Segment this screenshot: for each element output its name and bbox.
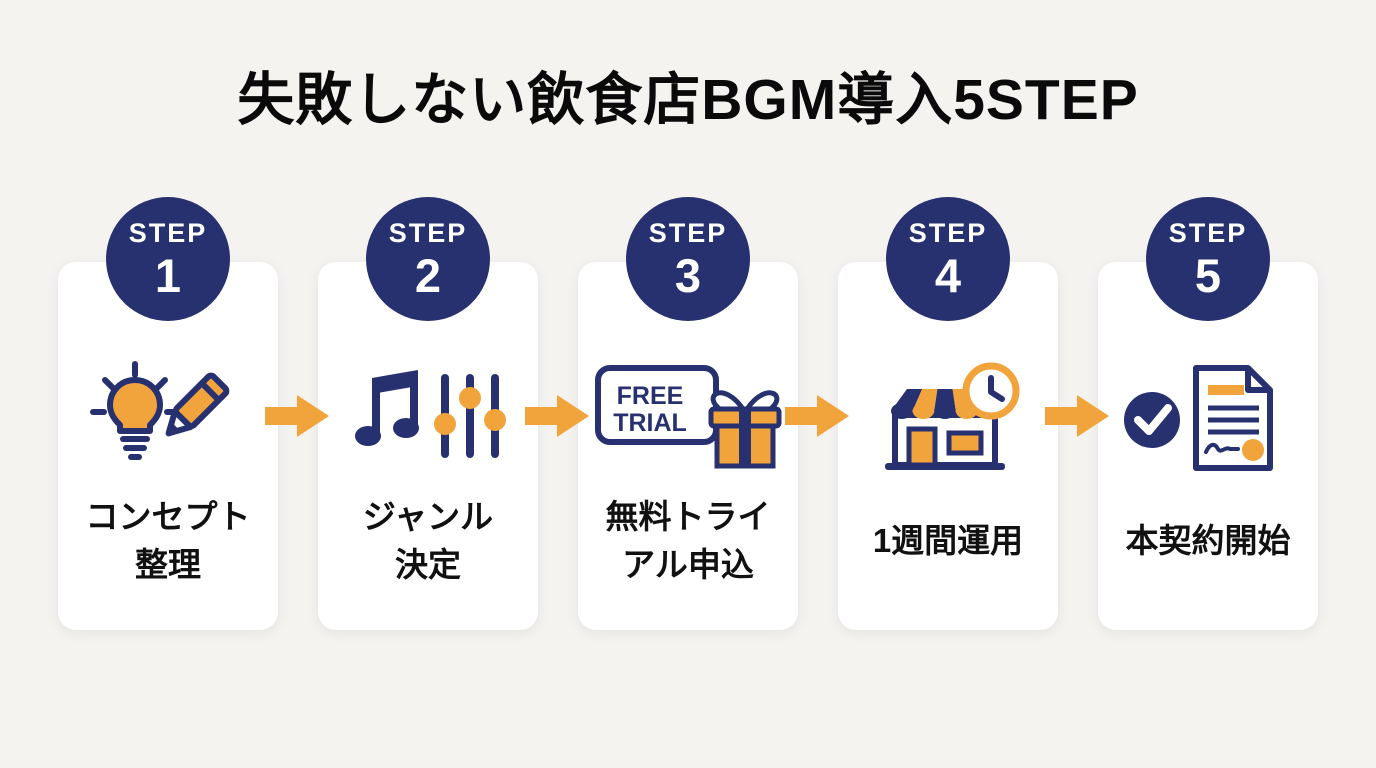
step-card-2: STEP 2 [318, 197, 538, 630]
step-4-badge: STEP 4 [886, 197, 1010, 321]
music-note-equalizer-icon [318, 356, 538, 480]
badge-step-number: 3 [674, 248, 702, 302]
badge-step-number: 4 [934, 248, 962, 302]
badge-step-label: STEP [388, 217, 468, 248]
step-card-4: STEP 4 [838, 197, 1058, 630]
step-label-line: 決定 [395, 546, 461, 583]
badge-step-label: STEP [648, 217, 728, 248]
step-label: コンセプト 整理 [58, 484, 278, 598]
step-label: 本契約開始 [1098, 484, 1318, 598]
step-label-line: コンセプト [85, 498, 251, 536]
step-card-3: STEP 3 FREE TRIAL 無料トライ アル申込 [578, 197, 798, 630]
arrow-slot [1045, 262, 1109, 630]
right-arrow-icon [265, 395, 329, 437]
right-arrow-icon [785, 395, 849, 437]
step-label: 1週間運用 [838, 484, 1058, 598]
page-title: 失敗しない飲食店BGM導入5STEP [237, 68, 1139, 132]
lightbulb-pencil-icon [58, 356, 278, 480]
step-label-line: 本契約開始 [1125, 522, 1291, 560]
badge-step-number: 1 [154, 248, 182, 302]
step-label-line: 無料トライ [605, 498, 771, 536]
step-label-line: 1週間運用 [872, 522, 1024, 560]
badge-step-label: STEP [1168, 217, 1248, 248]
badge-step-number: 2 [414, 248, 442, 302]
step-label-line: アル申込 [622, 546, 754, 583]
free-trial-text-line2: TRIAL [613, 409, 687, 437]
badge-step-number: 5 [1194, 248, 1222, 302]
arrow-slot [265, 262, 329, 630]
step-card-5: STEP 5 [1098, 197, 1318, 630]
step-3-badge: STEP 3 [626, 197, 750, 321]
free-trial-gift-icon: FREE TRIAL [578, 356, 798, 480]
right-arrow-icon [525, 395, 589, 437]
step-card-1: STEP 1 [58, 197, 278, 630]
step-label-line: ジャンル [362, 498, 494, 536]
badge-step-label: STEP [128, 217, 208, 248]
step-label: 無料トライ アル申込 [578, 484, 798, 598]
step-2-badge: STEP 2 [366, 197, 490, 321]
arrow-slot [785, 262, 849, 630]
badge-step-label: STEP [908, 217, 988, 248]
arrow-slot [525, 262, 589, 630]
right-arrow-icon [1045, 395, 1109, 437]
step-1-badge: STEP 1 [106, 197, 230, 321]
checkmark-document-icon [1098, 356, 1318, 480]
storefront-clock-icon [838, 356, 1058, 480]
step-label-line: 整理 [135, 546, 201, 583]
steps-flow: STEP 1 [0, 197, 1376, 630]
free-trial-text-line1: FREE [617, 382, 684, 410]
step-label: ジャンル 決定 [318, 484, 538, 598]
step-5-badge: STEP 5 [1146, 197, 1270, 321]
